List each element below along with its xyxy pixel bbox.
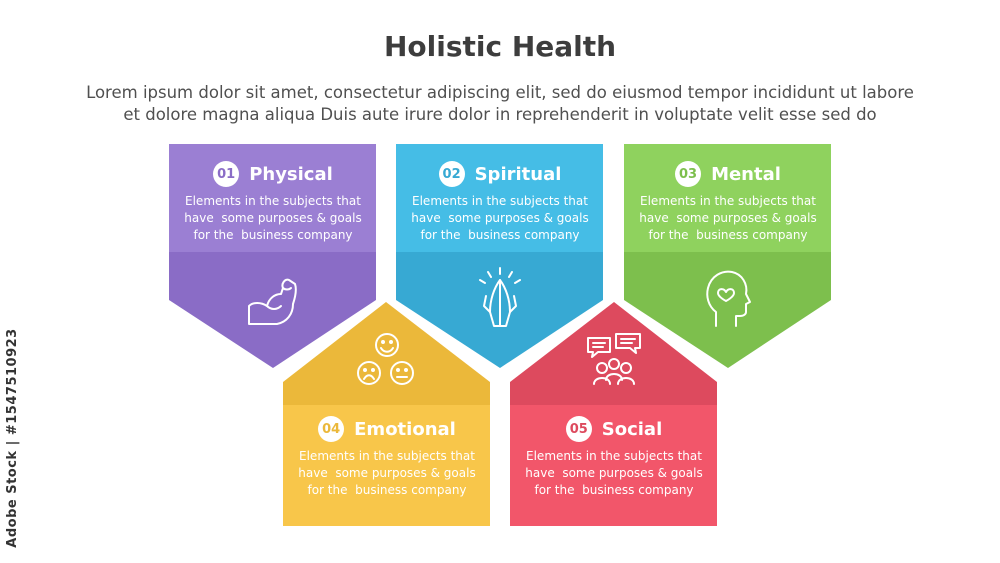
shape-social-dark (510, 302, 717, 405)
desc-line: have some purposes & goals (184, 211, 362, 225)
page-title: Holistic Health (383, 30, 617, 63)
desc-line: Elements in the subjects that (640, 194, 816, 208)
card-label-emotional: Emotional (354, 418, 456, 440)
desc-line: for the business company (648, 228, 808, 242)
desc-line: Elements in the subjects that (185, 194, 361, 208)
desc-line: for the business company (307, 483, 467, 497)
card-label-mental: Mental (711, 163, 781, 185)
flexed-arm-icon (248, 278, 297, 325)
page-subtitle: Lorem ipsum dolor sit amet, consectetur … (40, 82, 960, 126)
card-mental-header: 03 Mental (624, 160, 832, 188)
desc-line: Elements in the subjects that (299, 449, 475, 463)
step-number-01: 01 (213, 161, 240, 187)
head-heart-icon (706, 270, 751, 327)
step-number-05: 05 (565, 416, 592, 442)
shape-physical-dark (169, 252, 376, 368)
emotions-faces-icon (357, 333, 414, 385)
shape-mental-dark (624, 252, 831, 368)
praying-hands-icon (479, 267, 521, 327)
stock-watermark-label: Adobe Stock | #1547510923 (5, 328, 20, 548)
desc-line: have some purposes & goals (525, 466, 703, 480)
step-number-02: 02 (438, 161, 465, 187)
card-mental-description: Elements in the subjects that have some … (633, 193, 823, 244)
subtitle-line-1: Lorem ipsum dolor sit amet, consectetur … (86, 83, 914, 102)
card-emotional-header: 04 Emotional (283, 415, 491, 443)
desc-line: for the business company (420, 228, 580, 242)
card-social-description: Elements in the subjects that have some … (519, 448, 709, 499)
card-spiritual-header: 02 Spiritual (396, 160, 604, 188)
desc-line: for the business company (534, 483, 694, 497)
step-number-04: 04 (318, 416, 345, 442)
desc-line: Elements in the subjects that (526, 449, 702, 463)
subtitle-line-2: et dolore magna aliqua Duis aute irure d… (123, 105, 877, 124)
card-emotional-description: Elements in the subjects that have some … (292, 448, 482, 499)
shape-social-light (510, 405, 717, 526)
desc-line: Elements in the subjects that (412, 194, 588, 208)
shape-emotional-dark (283, 302, 490, 405)
card-spiritual-description: Elements in the subjects that have some … (405, 193, 595, 244)
desc-line: for the business company (193, 228, 353, 242)
desc-line: have some purposes & goals (639, 211, 817, 225)
card-label-spiritual: Spiritual (474, 163, 562, 185)
step-number-03: 03 (675, 161, 702, 187)
card-physical-description: Elements in the subjects that have some … (178, 193, 368, 244)
desc-line: have some purposes & goals (411, 211, 589, 225)
card-label-physical: Physical (249, 163, 333, 185)
card-social-header: 05 Social (510, 415, 718, 443)
desc-line: have some purposes & goals (298, 466, 476, 480)
people-chat-icon (587, 333, 641, 385)
card-physical-header: 01 Physical (169, 160, 377, 188)
card-label-social: Social (601, 418, 663, 440)
